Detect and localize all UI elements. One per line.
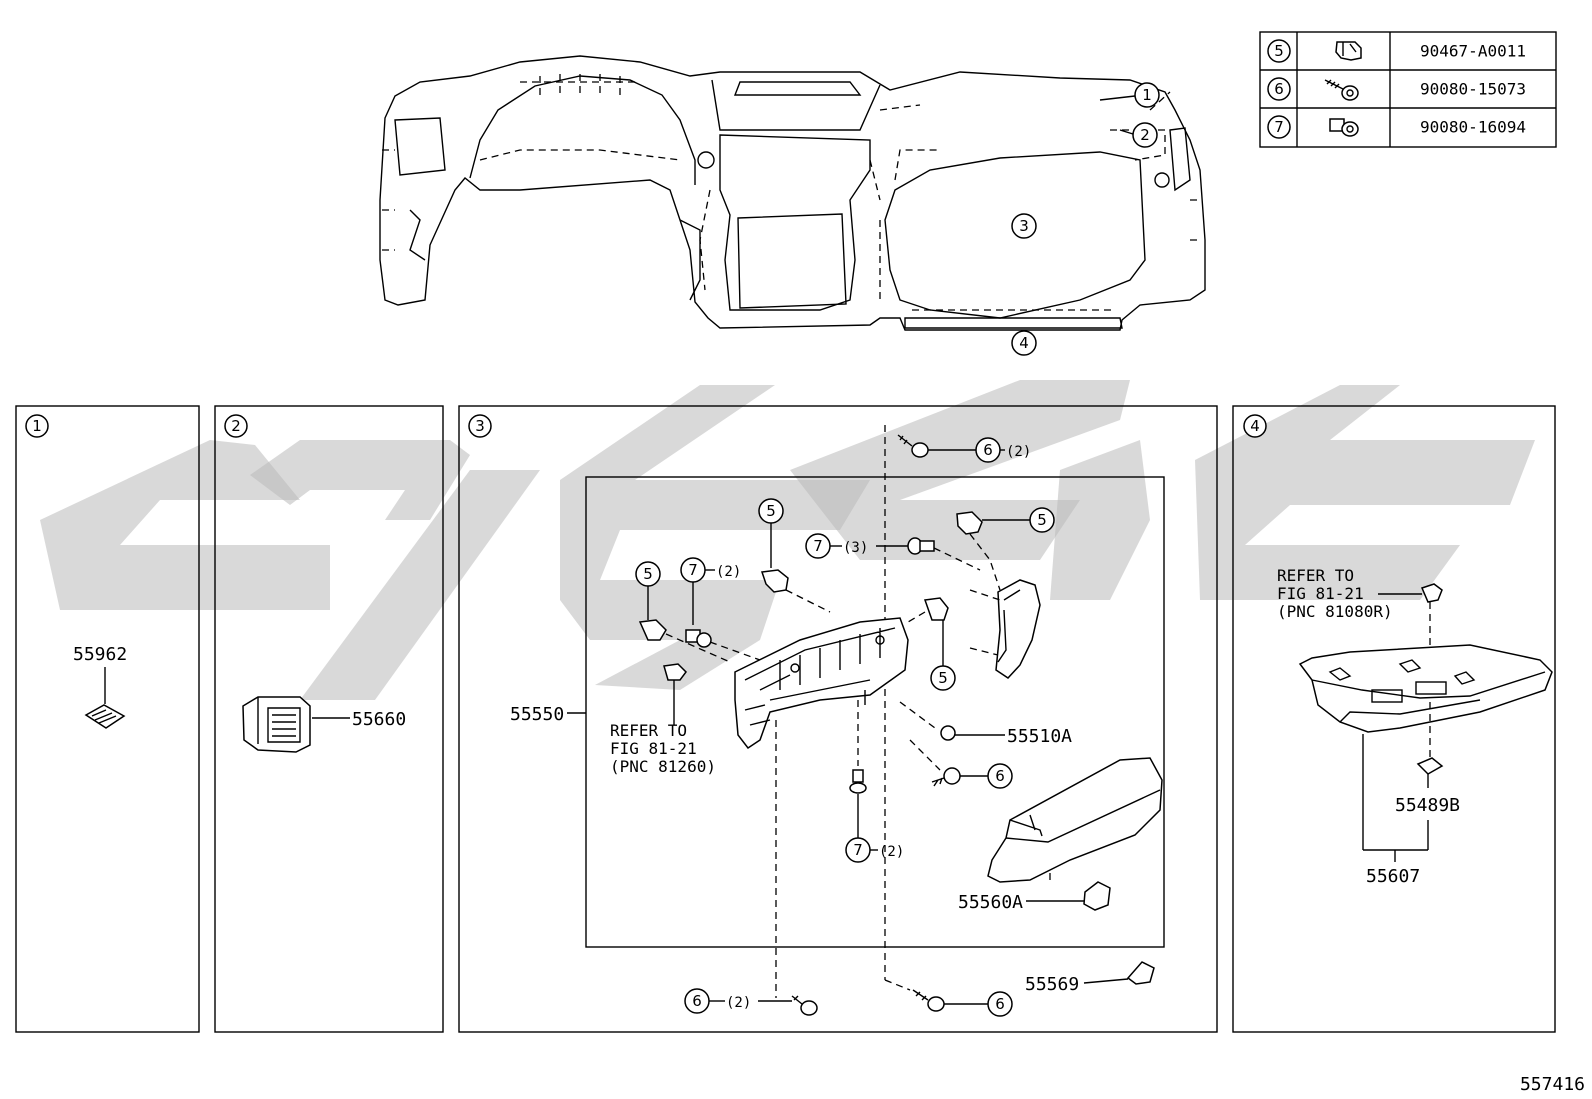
qty-label: (3) [843, 540, 868, 556]
fastener-ref: 6 [1274, 80, 1284, 98]
clip-icon [1335, 41, 1362, 61]
ref-6: 6 [995, 767, 1005, 785]
svg-text:4: 4 [1019, 334, 1029, 352]
panel-4: 4 REFER TO FIG 81-21 (PNC 81080R) 55489B [1232, 405, 1556, 1033]
glove-box-door-part: 55560A [958, 757, 1163, 913]
part-number: 90080-16094 [1420, 118, 1526, 137]
screw-icon [1324, 79, 1359, 101]
screw-icon [1329, 118, 1359, 137]
svg-text:1: 1 [1142, 86, 1152, 104]
panel-ref: 3 [475, 417, 485, 435]
glove-box-frame-part [734, 617, 909, 750]
qty-label: (2) [1006, 444, 1031, 460]
part-label-55550: 55550 [510, 704, 564, 725]
bolt-bottom: 7 (2) [845, 700, 904, 863]
ref-5: 5 [938, 669, 948, 687]
air-vent-part [242, 696, 311, 753]
screw-bottom-right: 6 [884, 979, 1013, 1017]
right-bracket-part [969, 579, 1041, 679]
part-55569: 55569 [1025, 961, 1155, 995]
instrument-panel-overview: 1 2 3 4 [379, 55, 1206, 356]
fastener-row-6: 6 90080-15073 [1267, 77, 1526, 101]
ref-6: 6 [995, 995, 1005, 1013]
part-55489b: 55489B [1395, 702, 1460, 816]
part-55510a: 55510A [899, 701, 1072, 747]
part-number: 90080-15073 [1420, 80, 1526, 99]
part-55607: 55607 [1362, 734, 1429, 887]
ref-5: 5 [643, 565, 653, 583]
bolt-left: 7 (2) [680, 557, 761, 661]
part-label-55660: 55660 [352, 709, 406, 730]
ref-7: 7 [688, 561, 698, 579]
refer-note-81080r: REFER TO FIG 81-21 (PNC 81080R) [1277, 566, 1443, 690]
refer-line: REFER TO [1277, 566, 1354, 585]
ref-7: 7 [853, 841, 863, 859]
part-label-55510a: 55510A [1007, 726, 1072, 747]
part-label-55560a: 55560A [958, 892, 1023, 913]
part-number: 90467-A0011 [1420, 42, 1526, 61]
part-label-55569: 55569 [1025, 974, 1079, 995]
ref-5: 5 [1037, 511, 1047, 529]
refer-line: FIG 81-21 [1277, 584, 1364, 603]
bolt-mid: 7 (3) [805, 533, 981, 571]
svg-text:3: 3 [1019, 217, 1029, 235]
overview-callout-2: 2 [1119, 122, 1158, 148]
fastener-row-7: 7 90080-16094 [1267, 115, 1526, 139]
refer-line: FIG 81-21 [610, 739, 697, 758]
overview-callout-3: 3 [1011, 213, 1037, 239]
screw-mid: 6 [909, 739, 1013, 789]
refer-line: REFER TO [610, 721, 687, 740]
refer-note-81260: REFER TO FIG 81-21 (PNC 81260) [610, 663, 716, 776]
qty-label: (2) [879, 844, 904, 860]
overview-callout-4: 4 [1011, 330, 1037, 356]
qty-label: (2) [716, 564, 741, 580]
clip-left: 5 [635, 561, 731, 663]
panel-1: 1 55962 [15, 405, 200, 1033]
ref-6: 6 [983, 441, 993, 459]
under-cover-part [1298, 644, 1553, 733]
refer-line: (PNC 81080R) [1277, 602, 1393, 621]
ref-5: 5 [766, 502, 776, 520]
fastener-table: 5 90467-A0011 6 90080-15073 7 [1259, 31, 1557, 148]
panel-2: 2 55660 [214, 405, 444, 1033]
qty-label: (2) [726, 995, 751, 1011]
fastener-ref: 5 [1274, 42, 1284, 60]
svg-text:2: 2 [1140, 126, 1150, 144]
diagram-number: 557416 [1520, 1074, 1585, 1095]
panel-ref: 1 [32, 417, 42, 435]
screw-bottom-left: 6 (2) [684, 988, 818, 1016]
clip-top: 5 [758, 498, 831, 613]
ref-6: 6 [692, 992, 702, 1010]
panel-ref: 4 [1250, 417, 1260, 435]
part-label-55489b: 55489B [1395, 795, 1460, 816]
fastener-ref: 7 [1274, 118, 1284, 136]
vent-bezel-part [84, 704, 126, 729]
fastener-row-5: 5 90467-A0011 [1267, 39, 1526, 63]
part-label-55607: 55607 [1366, 866, 1420, 887]
clip-mid: 5 [907, 597, 956, 691]
ref-7: 7 [813, 537, 823, 555]
panel-ref: 2 [231, 417, 241, 435]
part-label-55962: 55962 [73, 644, 127, 665]
overview-callout-1: 1 [1099, 82, 1160, 108]
panel-3: 3 55550 6 (2) 5 [458, 405, 1218, 1033]
screw-top: 6 (2) [897, 434, 1031, 463]
clip-right: 5 [956, 507, 1055, 591]
refer-line: (PNC 81260) [610, 757, 716, 776]
